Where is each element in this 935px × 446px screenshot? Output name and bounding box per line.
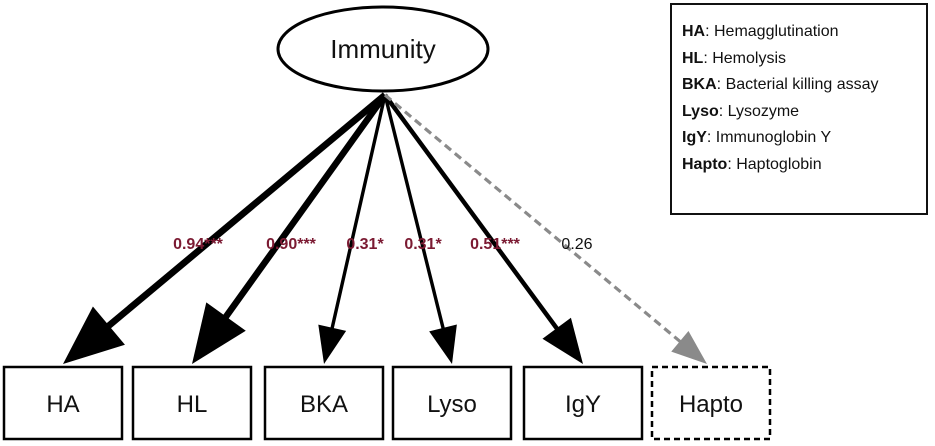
- legend-row-hl: HL: Hemolysis: [682, 46, 926, 73]
- indicator-box-hl: [131, 365, 253, 441]
- indicator-box-bka: [263, 365, 385, 441]
- legend-separator: :: [718, 102, 728, 120]
- coefficient-bka: 0.31*: [346, 236, 384, 253]
- latent-node-label: Immunity: [330, 34, 435, 64]
- arrowhead-bka: [318, 324, 347, 364]
- legend-separator: :: [703, 49, 713, 67]
- indicator-box-hapto: [650, 365, 772, 441]
- legend-abbr: HA: [682, 23, 706, 40]
- arrowhead-hl: [192, 302, 246, 364]
- arrowhead-lyso: [429, 324, 457, 364]
- arrowhead-igy: [542, 317, 583, 364]
- indicator-label-hapto: Hapto: [679, 391, 743, 418]
- coefficient-hl: 0.90***: [266, 236, 317, 253]
- path-line-ha: [103, 92, 388, 331]
- legend-abbr: Hapto: [682, 155, 728, 173]
- path-line-bka: [329, 94, 387, 333]
- path-coefficients: 0.94*** 0.90*** 0.31* 0.31* 0.51*** 0.26: [173, 236, 593, 253]
- latent-node-immunity: [276, 5, 490, 93]
- coefficient-ha: 0.94***: [173, 236, 224, 253]
- legend-row-igy: IgY: Immunoglobin Y: [682, 125, 926, 152]
- indicator-label-bka: BKA: [300, 391, 348, 418]
- path-arrows: [63, 92, 707, 364]
- indicator-box-lyso: [391, 365, 513, 441]
- indicator-label-igy: IgY: [565, 391, 601, 418]
- legend-full-name: Bacterial killing assay: [725, 76, 879, 93]
- legend-row-lyso: Lyso: Lysozyme: [682, 99, 926, 126]
- coefficient-igy: 0.51***: [470, 236, 521, 253]
- arrowhead-hapto: [671, 331, 707, 364]
- path-line-igy: [383, 93, 561, 333]
- indicator-label-ha: HA: [46, 391, 79, 418]
- coefficient-hapto: 0.26: [561, 236, 592, 253]
- legend-full-name: Hemagglutination: [714, 23, 839, 40]
- path-line-lyso: [383, 94, 446, 333]
- legend-row-ha: HA: Hemagglutination: [682, 19, 926, 46]
- legend-separator: :: [705, 23, 714, 40]
- legend-full-name: Haptoglobin: [736, 155, 822, 173]
- legend-full-name: Lysozyme: [727, 102, 800, 120]
- legend-abbr: Lyso: [682, 102, 719, 120]
- legend-separator: :: [706, 129, 716, 146]
- indicator-label-lyso: Lyso: [427, 391, 477, 418]
- legend-row-hapto: Hapto: Haptoglobin: [682, 152, 926, 179]
- indicator-label-hl: HL: [177, 391, 208, 418]
- indicator-boxes: HA HL BKA Lyso IgY Hapto: [2, 365, 772, 441]
- arrowhead-ha: [63, 306, 125, 364]
- legend-abbr: IgY: [682, 129, 707, 146]
- legend-row-bka: BKA: Bacterial killing assay: [682, 72, 926, 99]
- legend-abbr: BKA: [682, 76, 717, 93]
- legend-full-name: Immunoglobin Y: [715, 129, 832, 146]
- legend-abbr: HL: [682, 49, 704, 67]
- indicator-box-igy: [522, 365, 644, 441]
- coefficient-lyso: 0.31*: [404, 236, 442, 253]
- path-line-hl: [221, 93, 388, 322]
- path-line-hapto: [383, 93, 684, 346]
- indicator-box-ha: [2, 365, 124, 441]
- legend-separator: :: [727, 155, 737, 173]
- legend-full-name: Hemolysis: [712, 49, 787, 67]
- legend-separator: :: [716, 76, 726, 93]
